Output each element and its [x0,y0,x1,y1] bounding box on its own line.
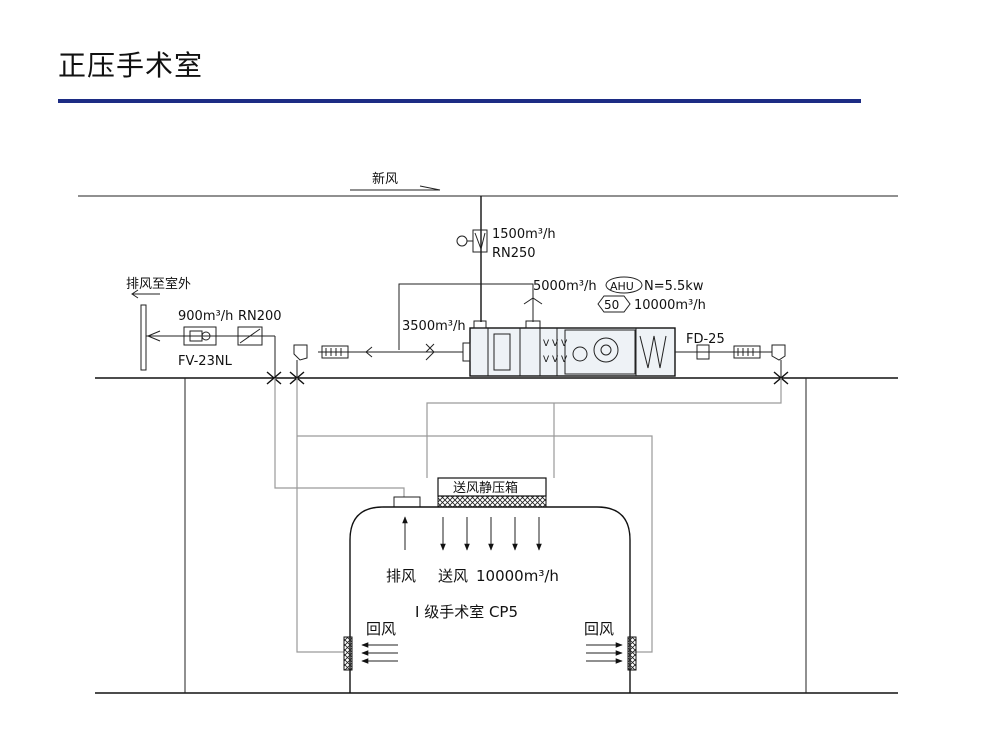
exhaust-riser-duct [274,378,405,497]
exhaust-flow-label: 900m³/h [178,309,233,324]
exhaust-grille-box [393,496,421,508]
ahu-number-hexagon [597,295,631,313]
exhaust-outdoor-label: 排风至室外 [126,276,191,292]
slide-title: 正压手术室 [58,49,204,82]
fresh-air-valve-label: RN250 [492,246,536,261]
exhaust-fan-icon [201,331,211,341]
left-return-duct [296,378,344,653]
exhaust-fan [183,326,217,346]
return-bypass-duct [398,283,534,350]
operating-room-outline [349,506,631,693]
static-box-label: 送风静压箱 [453,480,518,496]
ahu-number: 50 [604,298,619,312]
return-right-label: 回风 [584,620,614,638]
fresh-air-inlet [473,320,487,329]
ceiling-penetration-1 [266,371,282,385]
return-grille-right-hatch [627,636,637,671]
supply-grille-right [771,344,786,361]
supply-silencer [733,345,761,359]
left-return-branch [297,435,653,653]
ahu-spec-label: N=5.5kw [644,279,704,294]
fresh-air-arrow-head [419,185,441,191]
return-silencer [321,345,349,359]
return-check-symbol [365,346,373,358]
svg-text:V V V: V V V [543,355,568,365]
fresh-air-flow-label: 1500m³/h [492,227,556,242]
supply-riser-duct [426,378,782,478]
return-grille-left [293,344,308,361]
supply-filter-hatch [437,495,547,508]
ahu-fan-section [564,329,636,375]
bypass-arrow-up [523,297,543,305]
return-flow-label: 3500m³/h [402,319,466,334]
fire-damper [696,344,710,360]
ahu-flow-label: 10000m³/h [634,298,706,313]
fresh-air-valve-symbol [474,232,486,251]
title-rule [58,99,861,103]
exhaust-valve-box [237,326,263,346]
room-supply-flow-label: 10000m³/h [476,567,559,585]
room-exhaust-label: 排风 [386,567,416,585]
supply-flow-top-label: 5000m³/h [533,279,597,294]
ahu-end-cap-left [462,342,471,362]
ahu-filter-section [493,333,511,371]
ahu-motor-icon [572,346,588,362]
exhaust-valve-label: RN200 [238,309,282,324]
ahu-tag: AHU [610,280,634,293]
fresh-air-label: 新风 [372,171,398,187]
damper-label: FD-25 [686,332,725,347]
bypass-inlet [525,320,541,329]
room-supply-label: 送风 [438,567,468,585]
ahu-coil-section [639,335,667,369]
exhaust-louver [140,304,147,371]
ahu-fan-icon [593,337,619,363]
exhaust-fan-label: FV-23NL [178,354,233,369]
return-damper-symbol [425,343,435,361]
ahu-tag-ellipse [605,276,643,294]
room-name-label: I 级手术室 CP5 [415,603,518,621]
svg-text:V V V: V V V [543,339,568,349]
return-grille-left-hatch [343,636,353,671]
fresh-air-actuator-icon [456,235,468,247]
return-left-label: 回风 [366,620,396,638]
